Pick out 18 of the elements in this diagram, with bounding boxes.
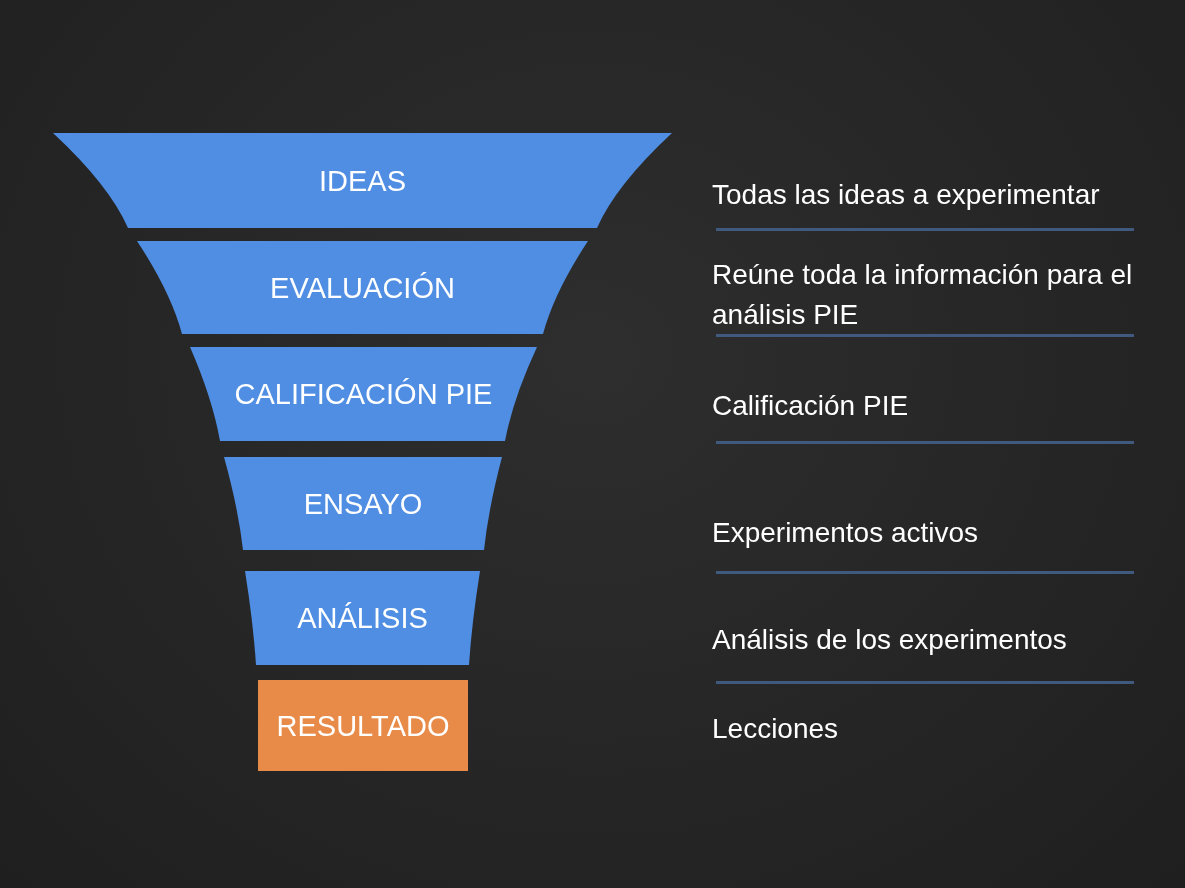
result-box xyxy=(258,680,468,771)
description-text: Lecciones xyxy=(712,712,840,746)
funnel-segment xyxy=(224,457,502,550)
funnel-segment xyxy=(190,347,537,441)
funnel-segment xyxy=(137,241,588,334)
description-text: Todas las ideas a experimentar xyxy=(712,178,1101,212)
funnel-segment xyxy=(245,571,480,665)
stage-label: IDEAS xyxy=(318,164,407,197)
stage-label: ANÁLISIS xyxy=(296,601,429,635)
funnel-segment xyxy=(53,133,672,228)
description-text: Experimentos activos xyxy=(712,516,980,550)
description-text: Análisis de los experimentos xyxy=(712,623,1068,657)
stage-label: RESULTADO xyxy=(275,709,451,742)
stage-label: EVALUACIÓN xyxy=(269,271,456,304)
stage-label: ENSAYO xyxy=(302,487,424,520)
stage-label: CALIFICACIÓN PIE xyxy=(233,377,494,411)
description-text: Reúne toda la información para el análisis PIE xyxy=(712,258,1134,332)
description-text: Calificación PIE xyxy=(712,389,910,423)
